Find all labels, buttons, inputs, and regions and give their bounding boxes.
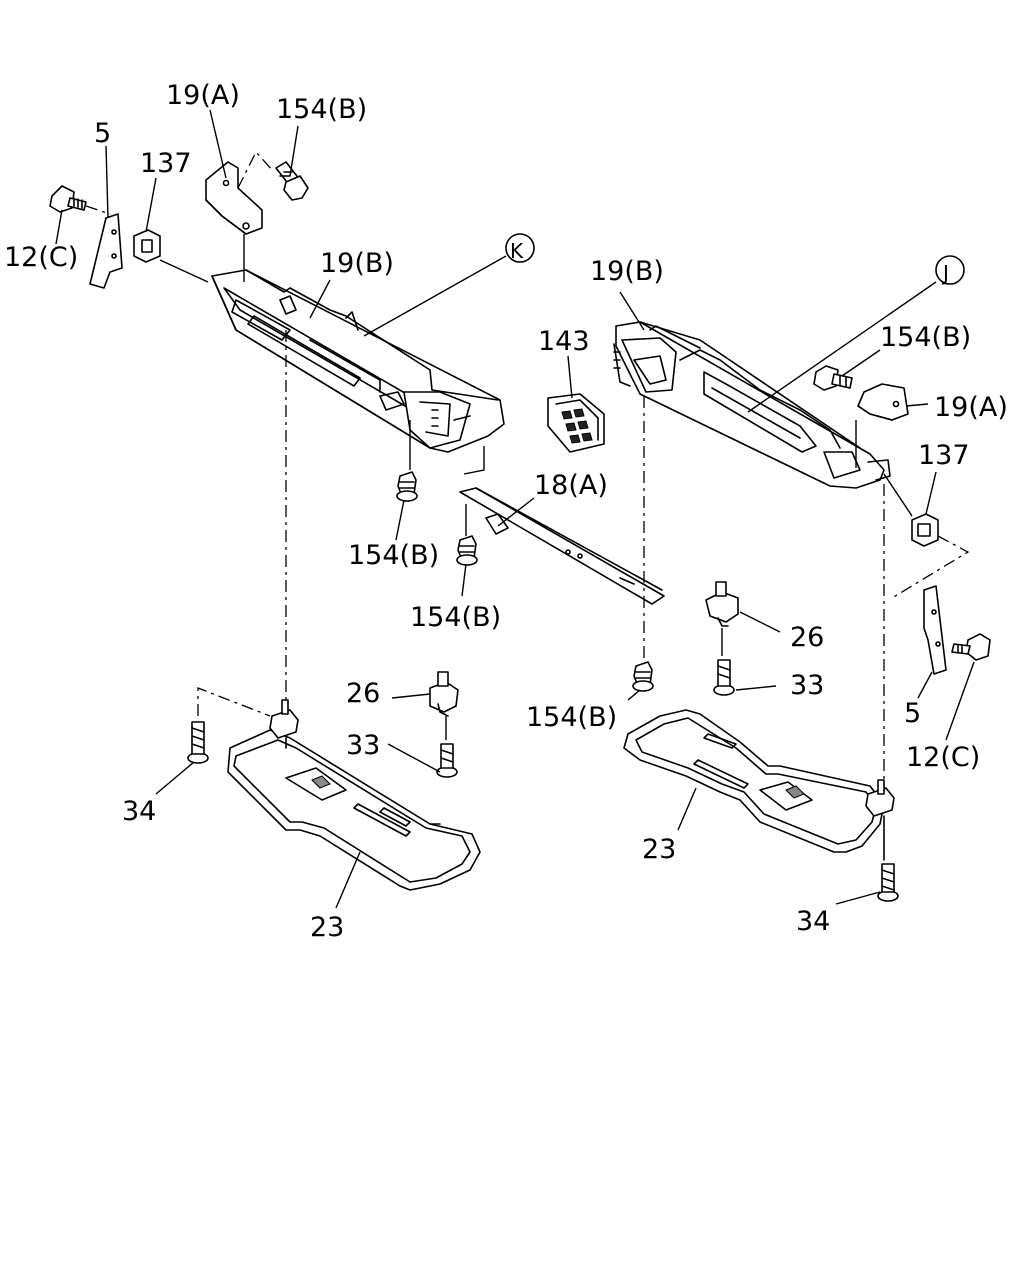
label-154b-bottom: 154(B) <box>526 702 617 733</box>
pivot-right <box>865 779 895 861</box>
label-k: K <box>510 239 524 263</box>
clip-5-right <box>923 585 947 675</box>
screw-34-left <box>187 721 209 764</box>
bracket-19a-right <box>857 383 909 421</box>
bolt-154b-right-top <box>813 365 853 391</box>
bracket-18a <box>459 487 665 605</box>
label-154b-mid1: 154(B) <box>348 540 439 571</box>
nut-137-right <box>911 513 939 547</box>
label-154b-right-top: 154(B) <box>880 322 971 353</box>
label-137-left: 137 <box>140 148 192 179</box>
clip-5-left <box>89 213 123 289</box>
label-5-left: 5 <box>94 118 111 149</box>
label-33-right: 33 <box>790 670 824 701</box>
sunvisor-23-left <box>227 729 481 891</box>
label-34-right: 34 <box>796 906 830 937</box>
label-19b-right: 19(B) <box>590 256 664 287</box>
console-k-left <box>211 269 505 453</box>
label-12c-left: 12(C) <box>4 242 78 273</box>
label-18a: 18(A) <box>534 470 608 501</box>
console-j-right <box>613 321 891 489</box>
clip-26-left <box>429 671 459 717</box>
label-19a-right: 19(A) <box>934 392 1008 423</box>
label-19b-left: 19(B) <box>320 248 394 279</box>
vent-143 <box>547 393 605 453</box>
label-j: J <box>941 261 949 285</box>
screw-34-right <box>877 863 899 902</box>
label-23-right: 23 <box>642 834 676 865</box>
bracket-19a-left <box>205 161 263 235</box>
bolt-12c-right <box>951 633 991 661</box>
label-26-right: 26 <box>790 622 824 653</box>
label-5-right: 5 <box>904 698 921 729</box>
label-154b-top: 154(B) <box>276 94 367 125</box>
label-12c-right: 12(C) <box>906 742 980 773</box>
label-23-left: 23 <box>310 912 344 943</box>
label-26-left: 26 <box>346 678 380 709</box>
label-154b-mid2: 154(B) <box>410 602 501 633</box>
bolt-154b-top <box>275 161 309 201</box>
screw-33-right <box>713 659 735 696</box>
bolt-154b-left-console <box>396 471 418 502</box>
screw-33-left <box>436 743 458 778</box>
sunvisor-23-right <box>623 709 885 853</box>
label-19a: 19(A) <box>166 80 240 111</box>
label-33-left: 33 <box>346 730 380 761</box>
bolt-154b-bottom <box>632 661 654 692</box>
pivot-left <box>269 699 299 749</box>
nut-137-left <box>133 229 161 263</box>
label-34-left: 34 <box>122 796 156 827</box>
callout-k-circle <box>505 233 535 263</box>
label-137-right: 137 <box>918 440 970 471</box>
bolt-12c-left <box>49 185 87 213</box>
label-143: 143 <box>538 326 590 357</box>
clip-26-right <box>705 581 739 627</box>
callout-j-circle <box>935 255 965 285</box>
bolt-154b-18a <box>456 535 478 566</box>
